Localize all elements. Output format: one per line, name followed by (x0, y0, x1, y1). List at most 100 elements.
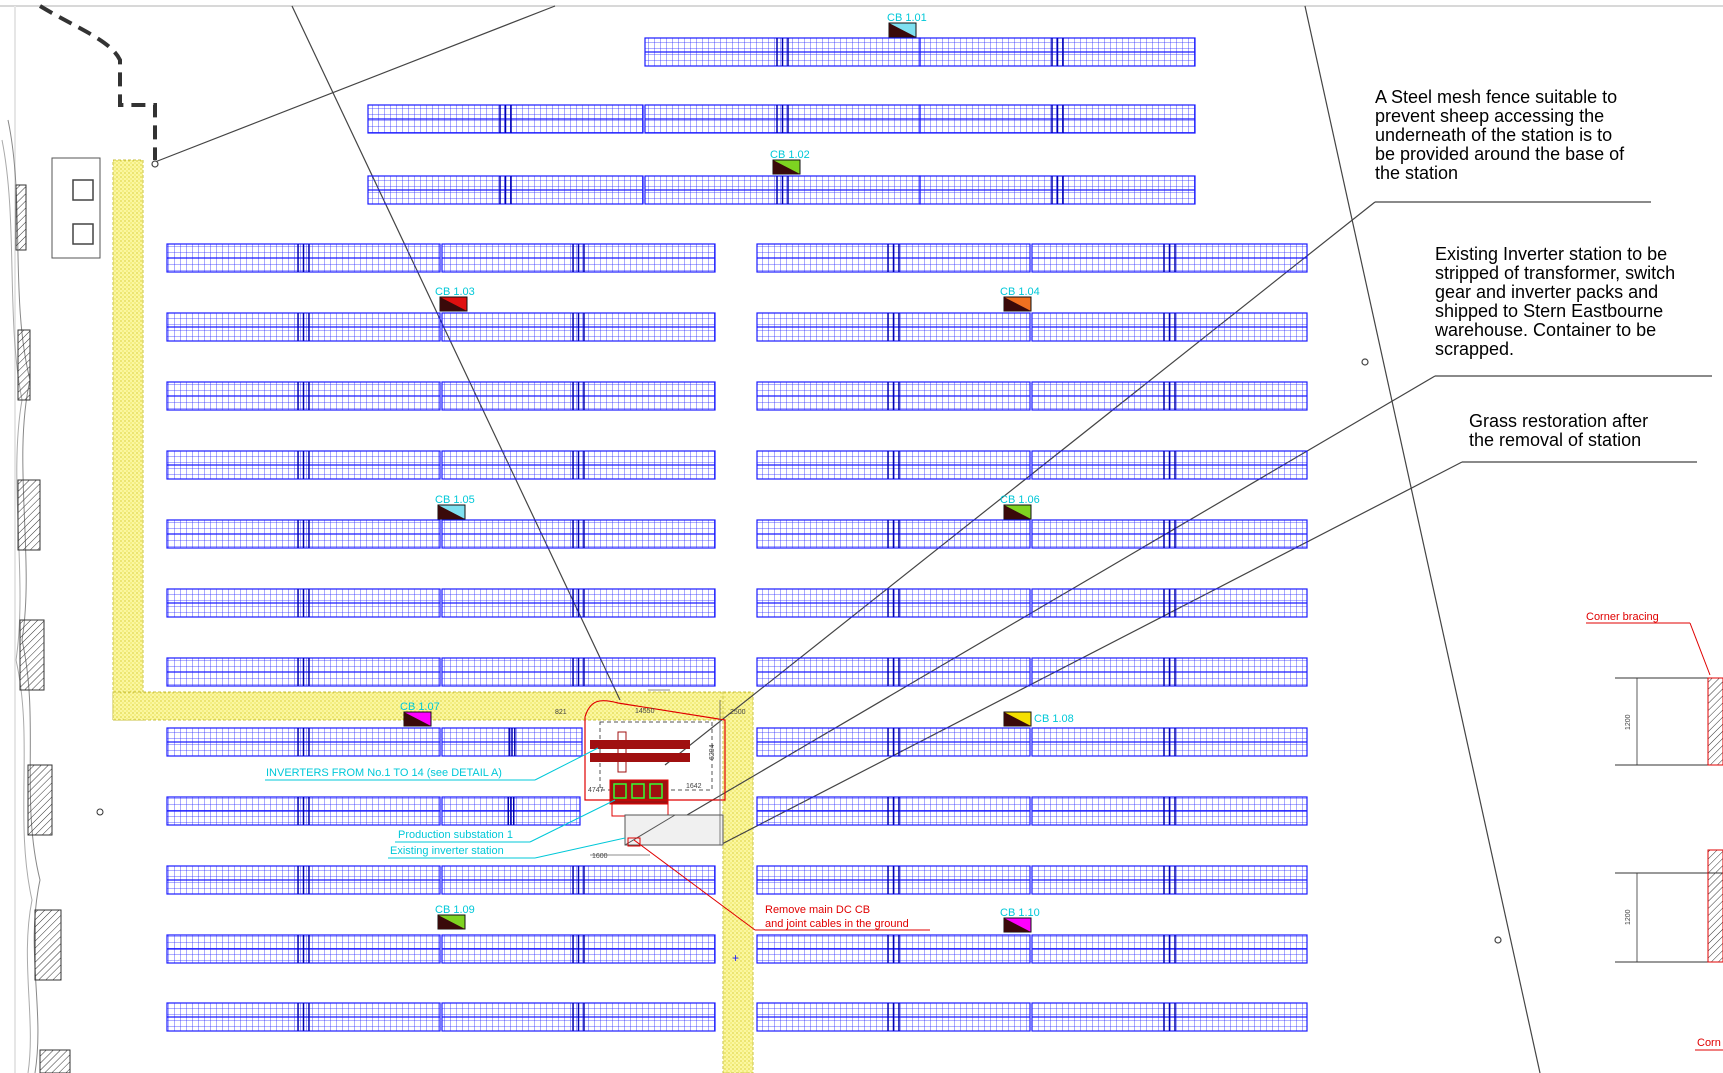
panel-table (756, 381, 1031, 411)
panel-table (166, 381, 441, 411)
combiner-box: CB 1.04 (1000, 286, 1040, 312)
panel-table (756, 312, 1031, 342)
panel-table (756, 727, 1031, 757)
dim-1642: 1642 (686, 783, 702, 790)
combiner-box-label: CB 1.03 (435, 286, 475, 298)
panel-table (919, 37, 1196, 67)
panel-table (166, 934, 441, 964)
dim-6294: 6294 (709, 744, 716, 760)
combiner-box: CB 1.08 (1003, 711, 1074, 727)
left-boundary (1, 4, 157, 1073)
fence-note: A Steel mesh fence suitable to prevent s… (1375, 87, 1629, 183)
panel-table (441, 934, 716, 964)
combiner-box-label: CB 1.08 (1034, 713, 1074, 725)
access-path (112, 159, 754, 1073)
panel-table (644, 37, 921, 67)
combiner-box-label: CB 1.09 (435, 904, 475, 916)
panel-table (441, 519, 716, 549)
panel-table (367, 104, 644, 134)
panel-table (166, 519, 441, 549)
combiner-box-label: CB 1.02 (770, 149, 810, 161)
dim-821: 821 (555, 709, 567, 716)
panel-table (166, 588, 441, 618)
panel-table (1031, 934, 1308, 964)
corner-bracing-label: Corner bracing (1586, 611, 1659, 623)
panel-table (166, 243, 441, 273)
dim-4747: 4747 (588, 787, 604, 794)
combiner-box-label: CB 1.07 (400, 701, 440, 713)
corner-bracing-label-cut: Corn (1697, 1037, 1721, 1049)
combiner-box-label: CB 1.04 (1000, 286, 1040, 298)
panel-table (1031, 1002, 1308, 1032)
panel-table (166, 450, 441, 480)
corner-bracing-detail: Corner bracing 1200 1200 Corn (1586, 611, 1723, 1051)
combiner-box-label: CB 1.06 (1000, 494, 1040, 506)
panel-table (441, 1002, 716, 1032)
panel-table (1031, 519, 1308, 549)
remove-cb-line2: and joint cables in the ground (765, 918, 909, 930)
panel-table (166, 1002, 441, 1032)
panel-table (441, 243, 716, 273)
panel-table (1031, 657, 1308, 687)
panel-table (166, 865, 441, 895)
panel-table (166, 727, 441, 757)
dim-14550: 14550 (635, 708, 655, 715)
combiner-box-label: CB 1.10 (1000, 907, 1040, 919)
combiner-box-group: CB 1.01 CB 1.02 CB 1.03 CB 1.04 CB 1.05 CB 1.… (400, 12, 1074, 933)
panel-table (441, 796, 581, 826)
panel-table (1031, 243, 1308, 273)
combiner-box: CB 1.10 (1000, 907, 1040, 933)
panel-table (1031, 450, 1308, 480)
panel-table (166, 657, 441, 687)
remove-cb-callout: Remove main DC CB and joint cables in th… (633, 839, 930, 931)
panel-table (441, 588, 716, 618)
panel-table (1031, 312, 1308, 342)
combiner-box: CB 1.02 (770, 149, 810, 175)
panel-table (441, 450, 716, 480)
panel-table (756, 865, 1031, 895)
panel-table (1031, 796, 1308, 826)
panel-table (1031, 727, 1308, 757)
production-substation-callout: Production substation 1 (398, 829, 513, 841)
grass-note: Grass restoration after the removal of s… (1469, 411, 1653, 450)
panel-table (756, 1002, 1031, 1032)
combiner-box: CB 1.03 (435, 286, 475, 312)
panel-table (756, 243, 1031, 273)
panel-table (166, 312, 441, 342)
inverters-callout: INVERTERS FROM No.1 TO 14 (see DETAIL A) (266, 767, 502, 779)
dim-2500: 2500 (730, 709, 746, 716)
panel-table (756, 588, 1031, 618)
panel-table (919, 175, 1196, 205)
combiner-box-label: CB 1.05 (435, 494, 475, 506)
panel-table (756, 934, 1031, 964)
panel-table (441, 865, 716, 895)
panel-table (644, 175, 921, 205)
dim-1200-top: 1200 (1625, 714, 1632, 730)
inverter-note: Existing Inverter station to be stripped… (1434, 244, 1680, 359)
panel-table (919, 104, 1196, 134)
dim-1200-bottom: 1200 (1625, 909, 1632, 925)
panel-table (441, 381, 716, 411)
remove-cb-line1: Remove main DC CB (765, 904, 870, 916)
combiner-box: CB 1.01 (887, 12, 927, 38)
panel-table (644, 104, 921, 134)
solar-panel-array (166, 37, 1308, 1032)
marker-plus: + (732, 951, 739, 965)
panel-table (441, 727, 583, 757)
panel-table (441, 657, 716, 687)
combiner-box: CB 1.06 (1000, 494, 1040, 520)
panel-table (756, 450, 1031, 480)
panel-table (441, 312, 716, 342)
combiner-box: CB 1.07 (400, 701, 440, 727)
panel-table (1031, 381, 1308, 411)
panel-table (756, 796, 1031, 826)
combiner-box: CB 1.09 (435, 904, 475, 930)
panel-table (756, 519, 1031, 549)
inverter-callouts: INVERTERS FROM No.1 TO 14 (see DETAIL A)… (265, 747, 626, 859)
dim-1600: 1600 (592, 853, 608, 860)
panel-table (367, 175, 644, 205)
panel-table (1031, 865, 1308, 895)
panel-table (1031, 588, 1308, 618)
existing-inverter-callout: Existing inverter station (390, 845, 504, 857)
